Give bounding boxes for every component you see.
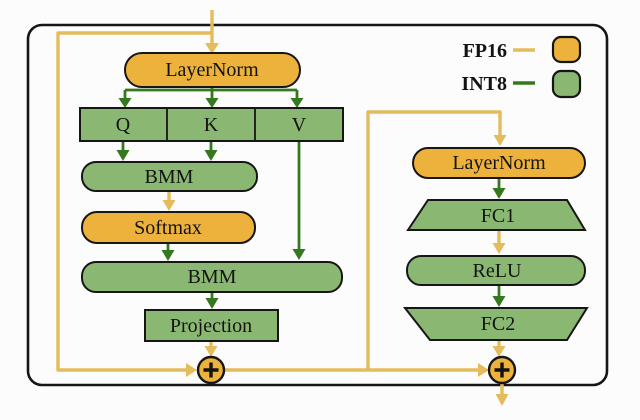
layernorm-fc1-arrowhead-icon <box>492 188 506 199</box>
k-label: K <box>204 114 219 136</box>
attn-layernorm-box <box>124 52 301 88</box>
ffn-residual-arrowhead-icon <box>478 363 489 377</box>
attention-block: LayerNorm Q K V BMM Softmax BMM Projecti… <box>79 52 344 385</box>
bmm1-label: BMM <box>145 166 194 188</box>
fanout-v-arrowhead-icon <box>290 98 304 108</box>
q-label: Q <box>116 114 131 136</box>
ffn-input-arrowhead-icon <box>493 135 507 146</box>
output-arrowhead-icon <box>495 394 509 406</box>
fc2-trapezoid <box>402 307 589 341</box>
relu-label: ReLU <box>473 260 522 282</box>
fc2-label: FC2 <box>481 313 515 335</box>
attn-layernorm-label: LayerNorm <box>165 59 259 81</box>
ffn-add-node <box>487 355 517 385</box>
fanout-q-arrowhead-icon <box>118 98 132 108</box>
input-arrowhead-icon <box>205 43 219 54</box>
legend-fp16-box-swatch <box>551 35 582 64</box>
attention-residual-arrowhead-icon <box>186 363 197 377</box>
legend-item-fp16: FP16 <box>463 35 582 64</box>
softmax-label: Softmax <box>134 217 202 239</box>
attention-residual-line <box>56 31 212 372</box>
int8-connections <box>116 87 506 309</box>
fp16-connections <box>56 10 509 406</box>
fc1-trapezoid <box>406 199 587 231</box>
projection-label: Projection <box>170 315 252 337</box>
legend-int8-label: INT8 <box>461 73 507 95</box>
relu-fc2-arrowhead-icon <box>492 296 506 307</box>
ffn-layernorm-box <box>412 147 586 179</box>
projection-add-arrowhead-icon <box>204 346 218 357</box>
softmax-box <box>81 211 256 244</box>
relu-box <box>406 255 586 286</box>
v-bmm2-arrowhead-icon <box>292 249 306 260</box>
fc2-add-arrowhead-icon <box>492 346 506 357</box>
softmax-bmm2-arrowhead-icon <box>161 250 175 261</box>
ffn-layernorm-label: LayerNorm <box>452 152 546 174</box>
ffn-input-line <box>366 110 502 370</box>
fc1-label: FC1 <box>481 205 515 227</box>
bmm1-softmax-arrowhead-icon <box>162 200 176 211</box>
qkv-box <box>79 107 344 142</box>
fanout-k-arrowhead-icon <box>205 98 219 108</box>
bmm2-box <box>81 261 343 293</box>
plus-icon <box>203 362 219 378</box>
legend-int8-box-swatch <box>551 69 582 99</box>
legend-item-int8: INT8 <box>461 69 582 99</box>
bmm2-label: BMM <box>188 266 237 288</box>
bmm2-projection-arrowhead-icon <box>205 298 219 309</box>
q-bmm1-arrowhead-icon <box>116 150 130 161</box>
qkv-fanout-lines <box>123 87 299 99</box>
legend-fp16-label: FP16 <box>463 40 507 62</box>
fc1-relu-arrowhead-icon <box>492 243 506 254</box>
legend: FP16 INT8 <box>461 35 582 99</box>
projection-box <box>144 309 279 342</box>
bmm1-box <box>81 161 258 192</box>
v-label: V <box>292 114 307 136</box>
diagram-frame <box>26 23 609 387</box>
attention-add-node <box>196 355 226 385</box>
plus-icon <box>494 362 510 378</box>
k-bmm1-arrowhead-icon <box>204 150 218 161</box>
ffn-block: LayerNorm FC1 ReLU FC2 <box>402 147 589 385</box>
